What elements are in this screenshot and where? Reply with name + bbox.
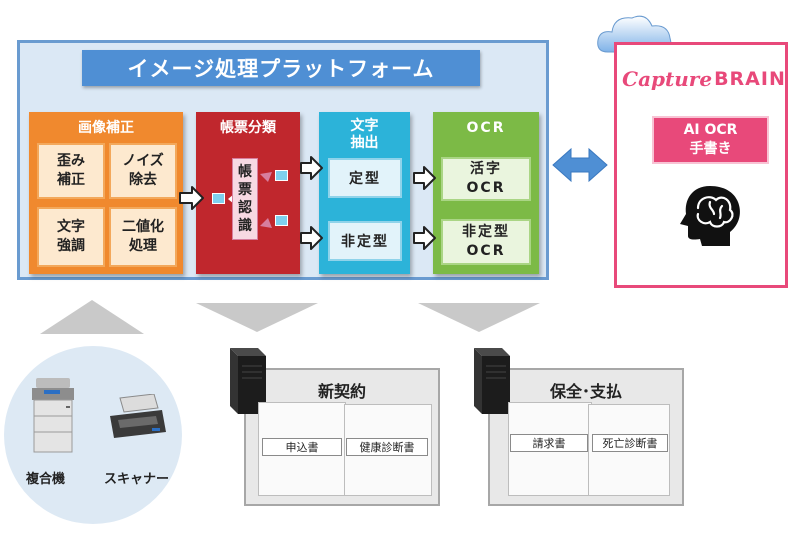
text-enhancement-box: 文字 強調 <box>37 207 105 267</box>
arrow-icon <box>179 186 204 210</box>
scanner-icon <box>110 394 166 438</box>
health-certificate-tag: 健康診断書 <box>346 438 428 456</box>
death-certificate-tag: 死亡診断書 <box>592 434 668 452</box>
distortion-correction-box: 歪み 補正 <box>37 143 105 199</box>
noise-removal-box: ノイズ 除去 <box>109 143 177 199</box>
fixed-form-box: 定型 <box>328 158 402 198</box>
capture-brain-panel <box>614 42 788 288</box>
recognition-char: 識 <box>238 218 252 234</box>
downward-triangle-arrow <box>196 303 318 332</box>
arrow-icon <box>300 156 323 180</box>
server-icon <box>474 348 510 414</box>
ai-ocr-label: AI OCR <box>683 122 738 138</box>
nonfixed-ocr-box: 非定型 OCR <box>441 219 531 265</box>
recognition-char: 票 <box>238 182 252 198</box>
logo-capture-text: Capture <box>622 67 713 91</box>
new-contract-title: 新契約 <box>318 382 367 401</box>
multifunction-printer-icon <box>32 378 74 453</box>
document-icon <box>212 193 225 204</box>
text-extraction-title-line2: 抽出 <box>350 135 379 151</box>
document-icon <box>275 215 288 226</box>
scanner-label: スキャナー <box>104 472 170 487</box>
handwriting-label: 手書き <box>689 141 732 157</box>
maintenance-payment-title: 保全･支払 <box>550 382 623 401</box>
binarization-box: 二値化 処理 <box>109 207 177 267</box>
form-recognition-box: 帳 票 認 識 <box>232 158 258 240</box>
downward-triangle-arrow <box>418 303 540 332</box>
upward-triangle-arrow <box>40 300 144 334</box>
form-classification-title: 帳票分類 <box>220 120 276 136</box>
ocr-title: OCR <box>466 120 506 136</box>
server-icon <box>230 348 266 414</box>
platform-title: イメージ処理プラットフォーム <box>82 50 480 86</box>
recognition-char: 認 <box>238 200 252 216</box>
arrow-icon <box>413 166 436 190</box>
document-icon <box>275 170 288 181</box>
recognition-char: 帳 <box>238 164 252 180</box>
image-correction-title: 画像補正 <box>78 120 134 136</box>
claim-form-tag: 請求書 <box>510 434 588 452</box>
arrow-icon <box>413 226 436 250</box>
capture-brain-logo: Capture BRAIN <box>622 62 785 96</box>
bidirectional-arrow-icon <box>552 147 608 183</box>
brain-head-icon <box>680 186 740 246</box>
print-ocr-box: 活字 OCR <box>441 157 531 201</box>
application-form-tag: 申込書 <box>262 438 342 456</box>
arrow-icon <box>300 226 323 250</box>
text-extraction-title: 文字 抽出 <box>319 118 410 152</box>
text-extraction-title-line1: 文字 <box>350 118 379 134</box>
mfp-label: 複合機 <box>26 472 66 487</box>
ai-ocr-badge: AI OCR 手書き <box>652 116 769 164</box>
nonfixed-form-box: 非定型 <box>328 221 402 261</box>
logo-brain-text: BRAIN <box>714 68 786 90</box>
